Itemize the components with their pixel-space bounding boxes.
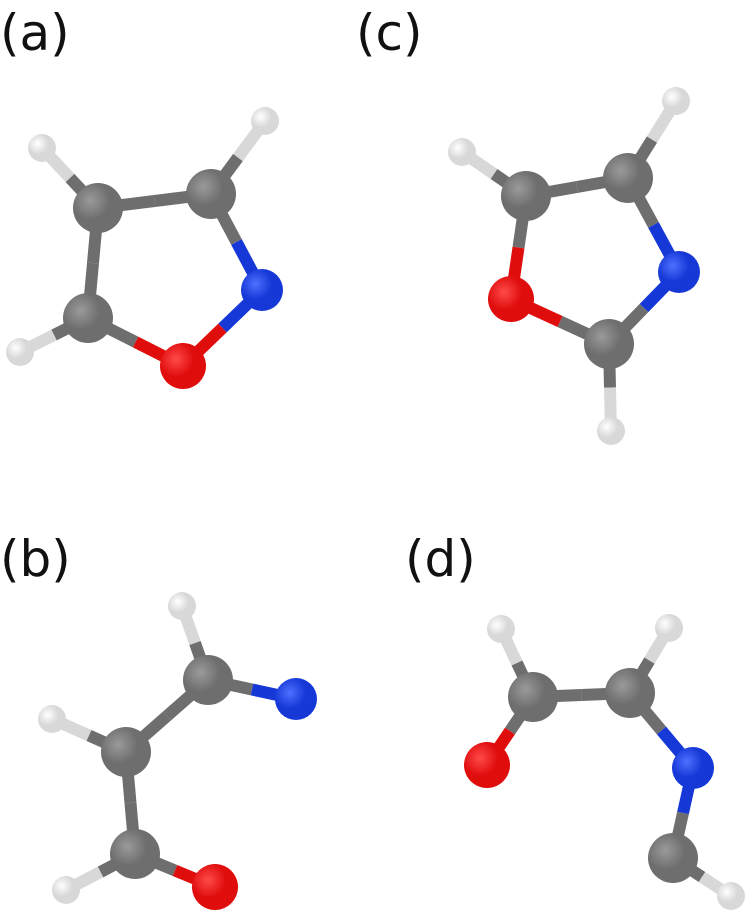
- atom-h: [38, 705, 66, 733]
- atom-h: [662, 87, 690, 115]
- atom-c: [183, 655, 233, 705]
- atom-h: [251, 107, 279, 135]
- atom-h: [487, 615, 515, 643]
- panel-label-a: (a): [0, 4, 70, 62]
- atom-h: [6, 338, 34, 366]
- atom-c: [584, 319, 634, 369]
- atom-h: [28, 134, 56, 162]
- atom-c: [73, 183, 123, 233]
- atom-c: [603, 153, 653, 203]
- atom-o: [192, 864, 238, 910]
- atom-c: [501, 171, 551, 221]
- atoms-layer: [6, 87, 745, 910]
- atom-h: [52, 876, 80, 904]
- panel-label-d: (d): [405, 530, 476, 588]
- atom-n: [658, 251, 700, 293]
- atom-c: [508, 672, 558, 722]
- atom-h: [717, 882, 745, 910]
- atom-c: [648, 833, 698, 883]
- atom-o: [464, 742, 510, 788]
- atom-o: [160, 343, 206, 389]
- atom-h: [655, 614, 683, 642]
- atom-c: [110, 829, 160, 879]
- atom-c: [101, 727, 151, 777]
- panel-label-b: (b): [0, 530, 71, 588]
- atom-o: [488, 276, 534, 322]
- atom-n: [241, 269, 283, 311]
- panel-label-c: (c): [356, 4, 423, 62]
- atom-c: [186, 169, 236, 219]
- atom-n: [275, 678, 317, 720]
- atom-h: [448, 138, 476, 166]
- atom-c: [605, 668, 655, 718]
- atom-n: [672, 747, 714, 789]
- atom-c: [63, 293, 113, 343]
- atom-h: [168, 592, 196, 620]
- atom-h: [597, 417, 625, 445]
